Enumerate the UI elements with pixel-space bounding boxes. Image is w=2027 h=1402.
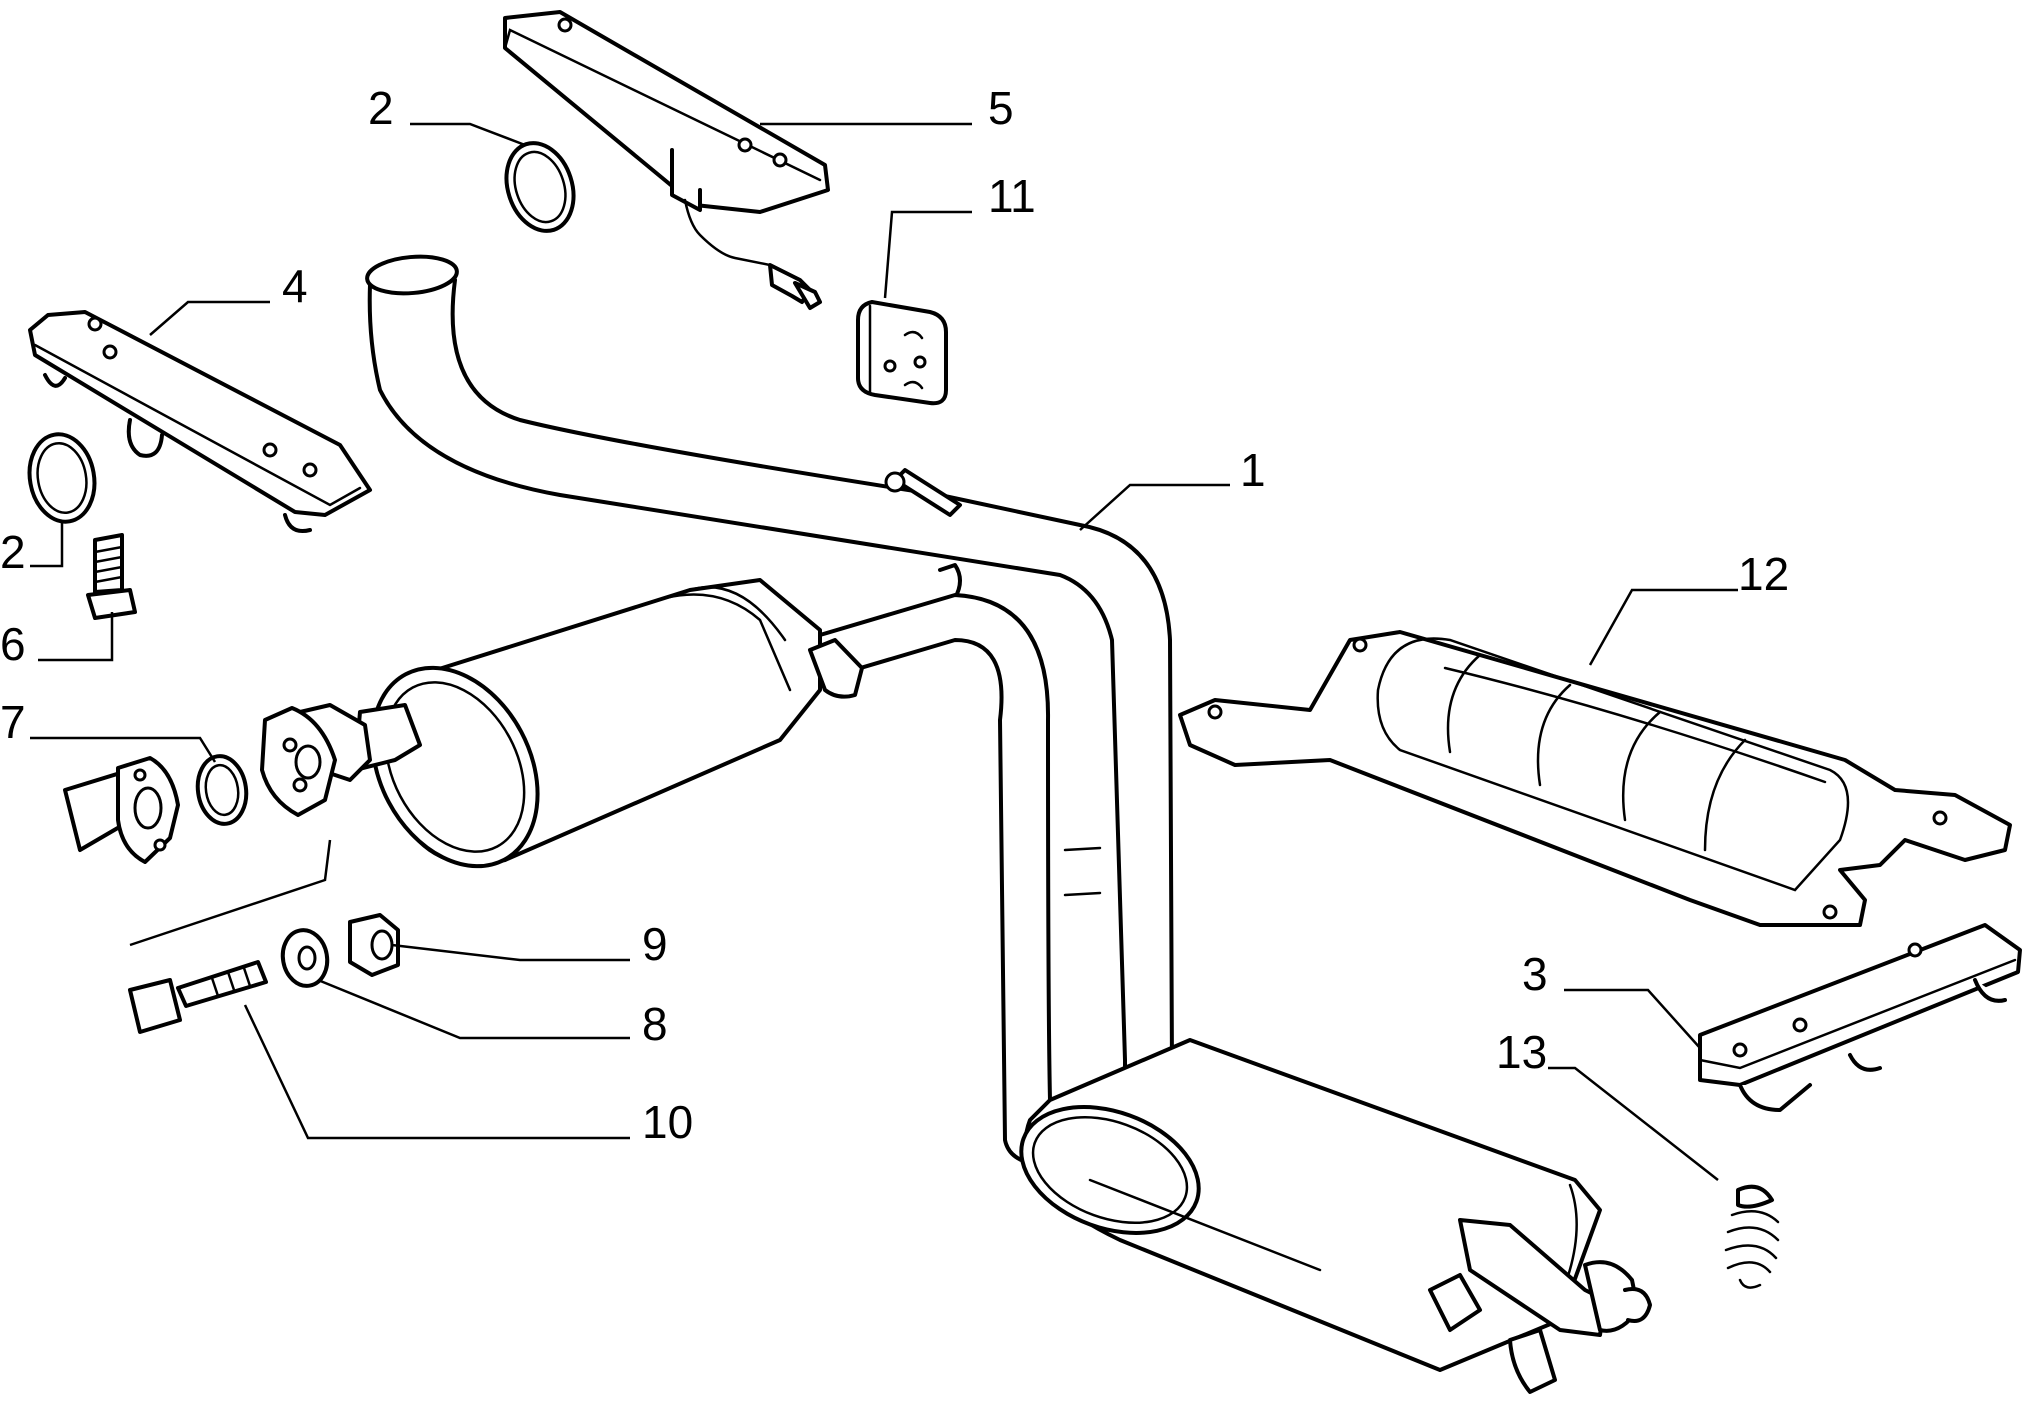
- callout-3: 3: [1522, 948, 1548, 1000]
- callout-9: 9: [642, 918, 668, 970]
- part-3-rear-bracket: [1698, 923, 2022, 1112]
- part-13-spring: [1724, 1184, 1780, 1289]
- part-2-o-ring-top: [504, 141, 576, 233]
- callout-7: 7: [0, 696, 26, 748]
- part-2-o-ring-left: [27, 432, 97, 524]
- part-11-rubber-hanger: [856, 300, 948, 406]
- callout-10: 10: [642, 1096, 693, 1148]
- front-downpipe-flange: [63, 756, 180, 864]
- leader-lines: [30, 122, 1738, 1181]
- callout-12: 12: [1738, 548, 1789, 600]
- rear-silencer: [1019, 1038, 1652, 1394]
- part-10-bolt: [128, 960, 268, 1034]
- callout-8: 8: [642, 998, 668, 1050]
- part-5-heat-shield-bracket: [503, 10, 830, 310]
- callout-4: 4: [282, 260, 308, 312]
- callout-11: 11: [988, 170, 1036, 222]
- catalytic-converter: [260, 578, 864, 869]
- part-8-washer: [280, 928, 330, 988]
- callout-2-left: 2: [0, 526, 26, 578]
- callout-13: 13: [1496, 1026, 1547, 1078]
- part-4-heat-shield-bracket: [28, 310, 372, 533]
- part-6-stud-bolt: [86, 533, 137, 620]
- callout-1: 1: [1240, 444, 1266, 496]
- callout-labels: 1 2 5 11 4 2 6 7 9 8 10 12 3 13: [0, 82, 1789, 1148]
- callout-5: 5: [988, 82, 1014, 134]
- part-1-exhaust-pipe-assembly: [365, 254, 1174, 1167]
- part-7-gasket: [195, 754, 249, 826]
- callout-6: 6: [0, 618, 26, 670]
- part-12-heat-shield: [1178, 630, 2012, 927]
- part-9-nut: [348, 913, 400, 977]
- callout-2-top: 2: [368, 82, 394, 134]
